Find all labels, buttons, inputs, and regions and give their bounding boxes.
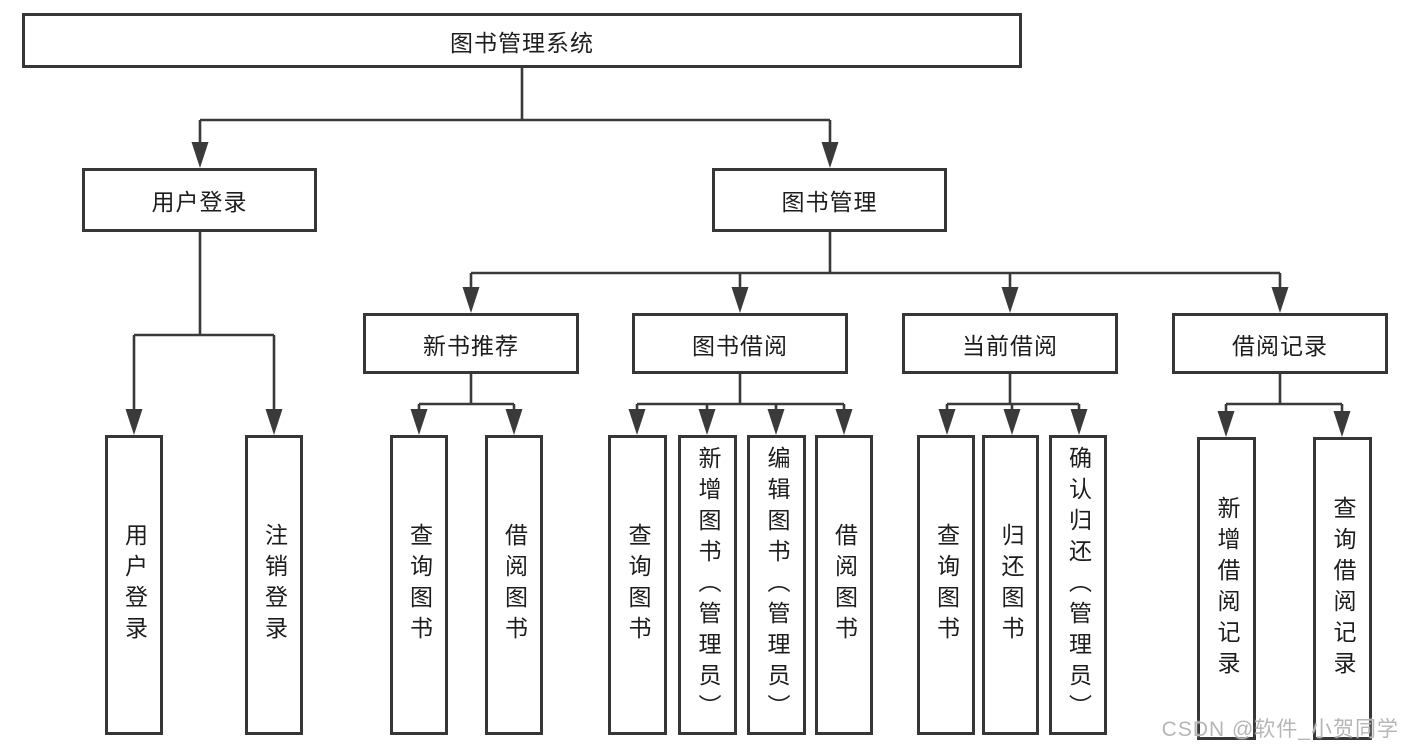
leaf-borrow-books: 借阅图书 [815, 435, 873, 735]
arrow-icon [731, 287, 749, 313]
node-new-book-recommend: 新书推荐 [363, 313, 579, 374]
arrow-icon [938, 409, 956, 435]
arrow-icon [698, 409, 716, 435]
leaf-borrow-books-recommend: 借阅图书 [485, 435, 543, 735]
arrow-icon [265, 409, 283, 435]
arrow-icon [191, 142, 209, 168]
leaf-logout: 注销登录 [245, 435, 303, 735]
node-root-library-system: 图书管理系统 [22, 13, 1022, 68]
leaf-query-books-recommend: 查询图书 [390, 435, 448, 735]
arrow-icon [410, 409, 428, 435]
node-current-borrow: 当前借阅 [902, 313, 1118, 374]
leaf-confirm-return-admin: 确认归还（管理员） [1049, 435, 1107, 735]
arrow-icon [505, 409, 523, 435]
leaf-query-books: 查询图书 [608, 435, 667, 735]
leaf-edit-books-admin: 编辑图书（管理员） [747, 435, 806, 735]
leaf-user-login: 用户登录 [105, 435, 163, 735]
arrow-icon [1003, 409, 1021, 435]
leaf-query-books-current: 查询图书 [917, 435, 975, 735]
arrow-icon [1271, 287, 1289, 313]
arrow-icon [1070, 409, 1088, 435]
arrowheads [125, 142, 1351, 437]
book-borrow-branch-line [635, 374, 846, 418]
node-book-borrow: 图书借阅 [632, 313, 848, 374]
root-branch-line [198, 68, 832, 148]
borrow-record-branch-line [1224, 374, 1344, 418]
arrow-icon [1333, 411, 1351, 437]
arrow-icon [462, 287, 480, 313]
node-borrow-record: 借阅记录 [1172, 313, 1388, 374]
node-user-login: 用户登录 [82, 168, 317, 232]
user-login-branch-line [132, 232, 276, 415]
leaf-add-books-admin: 新增图书（管理员） [678, 435, 737, 735]
arrow-icon [628, 409, 646, 435]
leaf-return-books: 归还图书 [982, 435, 1039, 735]
leaf-add-borrow-record: 新增借阅记录 [1197, 437, 1256, 740]
book-management-branch-line [469, 232, 1282, 293]
arrow-icon [1001, 287, 1019, 313]
csdn-watermark: CSDN @软件_小贺同学 [1161, 718, 1399, 741]
leaf-query-borrow-record: 查询借阅记录 [1313, 437, 1372, 740]
node-book-management: 图书管理 [712, 168, 947, 232]
arrow-icon [835, 409, 853, 435]
arrow-icon [1217, 411, 1235, 437]
arrow-icon [821, 142, 839, 168]
new-book-branch-line [417, 374, 516, 418]
arrow-icon [767, 409, 785, 435]
arrow-icon [125, 409, 143, 435]
